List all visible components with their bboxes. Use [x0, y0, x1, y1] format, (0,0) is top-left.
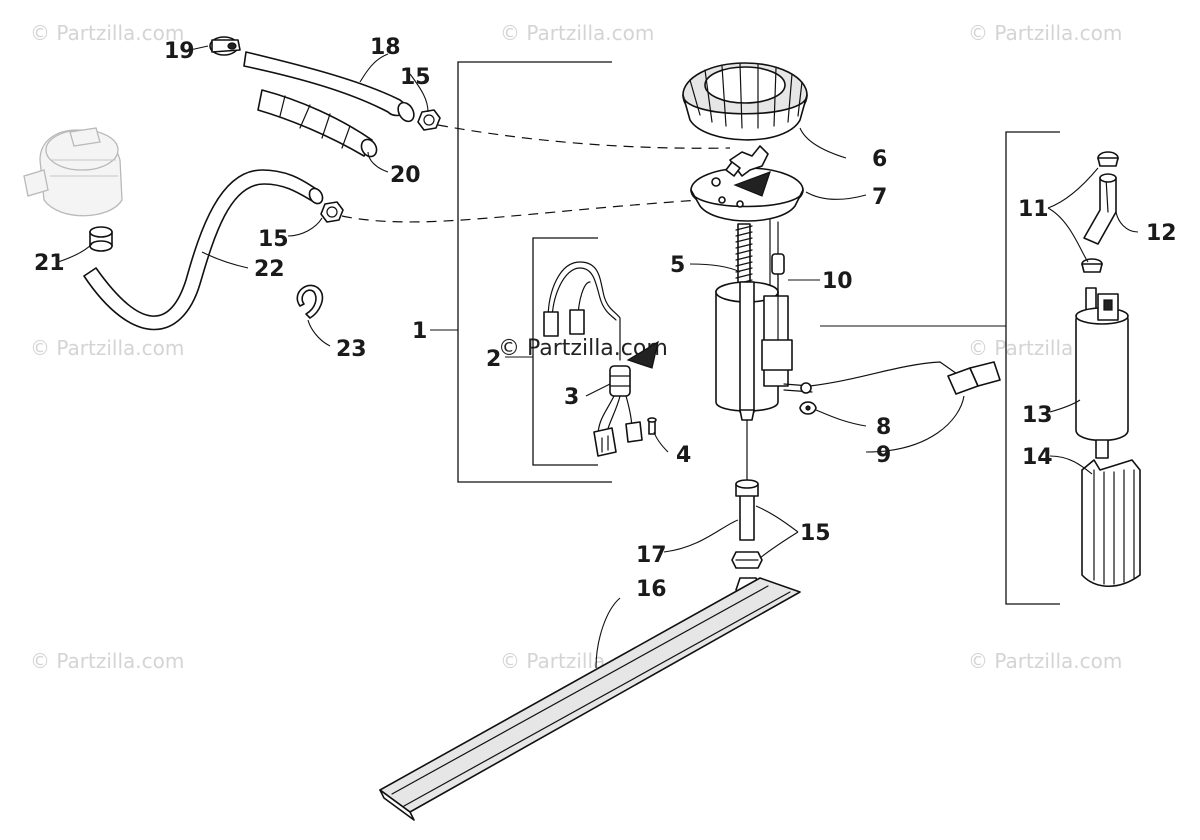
pump-flange-7	[690, 145, 804, 222]
assembly-brackets	[430, 61, 1060, 605]
clip-8	[799, 401, 817, 415]
hose-22	[83, 169, 324, 331]
wiring-harness-2	[543, 261, 621, 361]
callout-17: 17	[636, 543, 667, 568]
watermark: © Partzilla.com	[30, 336, 184, 360]
clamp-21	[89, 226, 113, 252]
callout-2: 2	[486, 347, 501, 372]
clamp-19	[209, 36, 241, 56]
watermark-layer: © Partzilla.com © Partzilla.com © Partzi…	[30, 21, 1122, 673]
callout-1: 1	[412, 319, 427, 344]
watermark: © Partzilla.com	[968, 21, 1122, 45]
callout-7: 7	[872, 185, 887, 210]
bracket-assembly-1	[457, 61, 612, 483]
fitting-15-upper	[417, 109, 441, 131]
callout-21: 21	[34, 251, 65, 276]
callout-labels: 19 18 15 20 15 21 22 23 1 2 3 4 5 6 7 10…	[34, 35, 1177, 602]
harness-9	[783, 361, 1001, 395]
routing-line-lower	[341, 199, 701, 223]
watermark: © Partzilla.com	[968, 649, 1122, 673]
callout-22: 22	[254, 257, 285, 282]
callout-12: 12	[1146, 221, 1177, 246]
callout-8: 8	[876, 415, 891, 440]
watermark: © Partzilla.com	[30, 21, 184, 45]
watermark: © Partzilla.com	[500, 21, 654, 45]
leader-lines	[57, 45, 1139, 669]
callout-6: 6	[872, 147, 887, 172]
arrow-marker	[626, 340, 659, 369]
callout-23: 23	[336, 337, 367, 362]
sender-rod-10	[771, 253, 785, 341]
callout-4: 4	[676, 443, 691, 468]
callout-9: 9	[876, 443, 891, 468]
connector-3	[593, 365, 643, 457]
fuel-filter-housing-ghost	[23, 127, 123, 217]
clamp-11-lower	[1081, 258, 1103, 273]
callout-16: 16	[636, 577, 667, 602]
hose-18	[243, 51, 415, 123]
callout-13: 13	[1022, 403, 1053, 428]
callout-15-middle: 15	[258, 227, 289, 252]
watermark: © Partzilla.com	[30, 649, 184, 673]
routing-line-upper	[437, 124, 731, 149]
hose-12	[1083, 173, 1117, 245]
pickup-tube-17	[735, 419, 759, 541]
callout-15-top: 15	[400, 65, 431, 90]
callout-14: 14	[1022, 445, 1053, 470]
callout-19: 19	[164, 39, 195, 64]
callout-15-bottom: 15	[800, 521, 831, 546]
lock-ring-6	[682, 62, 808, 141]
callout-20: 20	[390, 163, 421, 188]
circlip-23	[296, 284, 324, 319]
hose-20	[257, 89, 378, 158]
callout-18: 18	[370, 35, 401, 60]
pump-reservoir-body	[715, 281, 793, 421]
fitting-15-middle	[320, 201, 344, 223]
callout-5: 5	[670, 253, 685, 278]
fuel-pump-13	[1075, 287, 1129, 459]
screw-4	[647, 417, 657, 435]
clamp-11-upper	[1097, 151, 1119, 167]
fuel-strainer-16	[379, 577, 801, 821]
bracket-pump-assembly	[1005, 131, 1060, 605]
callout-11: 11	[1018, 197, 1049, 222]
pump-sleeve-14	[1081, 459, 1141, 587]
bracket-assembly-2	[532, 237, 598, 466]
callout-10: 10	[822, 269, 853, 294]
callout-3: 3	[564, 385, 579, 410]
